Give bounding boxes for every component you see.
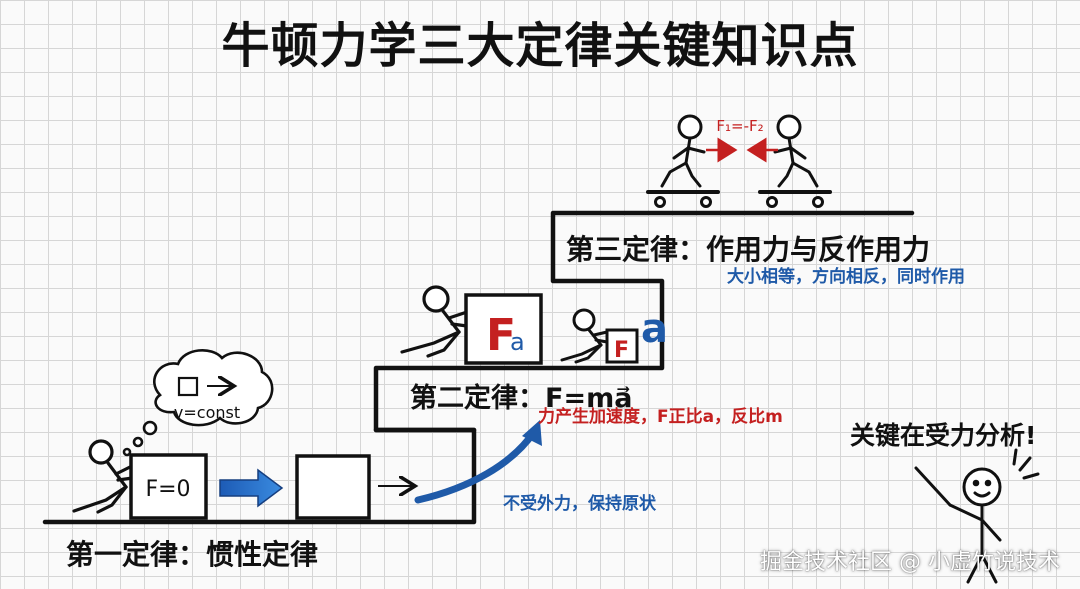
law3-label: 第三定律：作用力与反作用力 xyxy=(566,233,931,266)
thought-text: v=const xyxy=(174,403,240,422)
acceleration-curve-arrow-icon xyxy=(414,428,538,504)
thought-box-icon xyxy=(177,376,199,397)
law1-blue-arrow-icon xyxy=(219,468,284,508)
law2-big-pusher-figure xyxy=(400,285,469,358)
law1-moving-box xyxy=(295,454,371,520)
force-equation: F₁=-F₂ xyxy=(716,117,763,135)
law3-skater-left xyxy=(646,114,720,208)
law2-accel-symbol: a xyxy=(641,306,668,352)
watermark: 掘金技术社区 @ 小虚竹说技术 xyxy=(760,550,1060,575)
presenter-speech: 关键在受力分析! xyxy=(850,421,1037,450)
law1-pusher-figure xyxy=(72,439,134,514)
thought-bubble xyxy=(122,349,274,457)
law2-small-box xyxy=(605,328,639,364)
law2-label: 第二定律：F=ma⃗ xyxy=(410,383,633,414)
law2-small-box-F: F xyxy=(614,338,629,363)
acceleration-curve-arrowhead xyxy=(522,420,542,446)
law2-big-box-a: a xyxy=(510,328,525,356)
law3-description: 大小相等，方向相反，同时作用 xyxy=(727,267,965,287)
page-title: 牛顿力学三大定律关键知识点 xyxy=(221,18,859,74)
law2-description: 力产生加速度，F正比a，反比m xyxy=(538,407,783,427)
law3-skater-right xyxy=(758,114,832,208)
law1-box-text: F=0 xyxy=(145,477,190,502)
law1-label: 第一定律：惯性定律 xyxy=(66,538,319,571)
law2-big-box xyxy=(464,293,543,365)
law2-small-pusher-figure xyxy=(560,308,609,364)
law2-big-box-F: F xyxy=(486,310,516,361)
law1-box xyxy=(129,453,208,520)
law1-description: 不受外力，保持原状 xyxy=(503,494,656,514)
staircase xyxy=(42,210,915,525)
presenter-figure xyxy=(914,448,1040,584)
